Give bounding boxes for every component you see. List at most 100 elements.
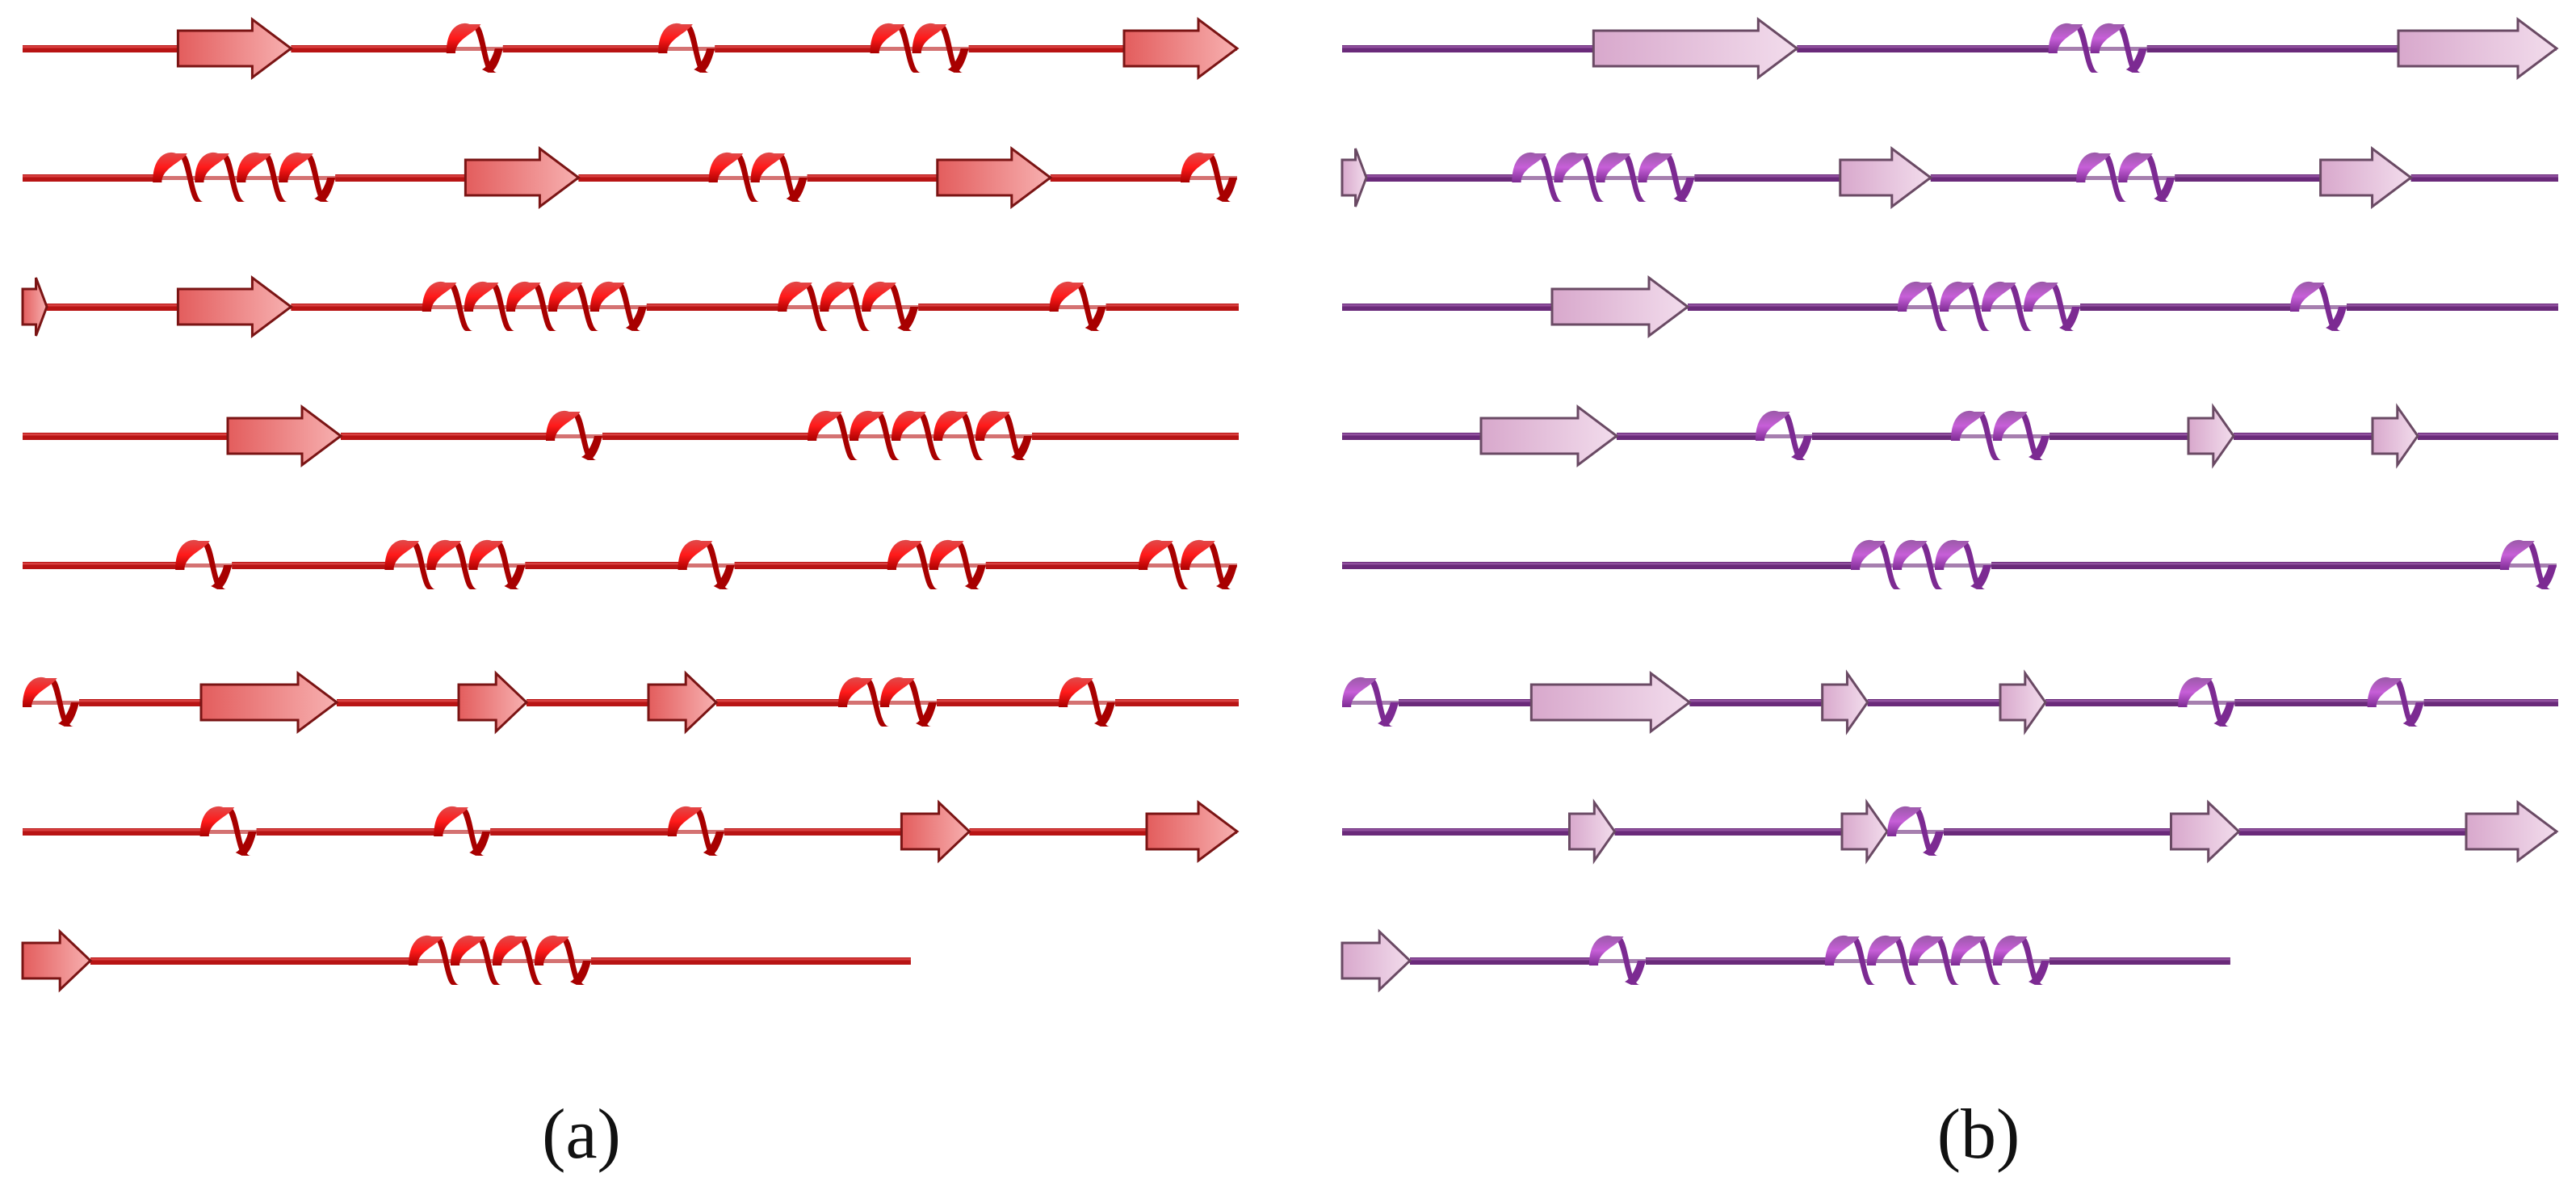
structure-row <box>21 275 1239 338</box>
alpha-helix-ribbon <box>1851 539 1991 589</box>
coil-segment <box>1050 174 1182 182</box>
coil-segment <box>2049 433 2190 440</box>
alpha-helix-ribbon <box>870 23 969 73</box>
beta-strand-arrow <box>199 671 339 734</box>
panel-a-structure-rows <box>21 17 1240 993</box>
coil-segment <box>2418 433 2558 440</box>
coil-segment <box>1867 699 2002 706</box>
coil-segment <box>734 562 889 569</box>
coil-segment <box>2049 957 2230 965</box>
coil-segment <box>335 174 468 182</box>
coil-segment <box>1342 433 1483 440</box>
beta-strand-arrow <box>1550 275 1690 338</box>
coil-segment <box>502 45 661 52</box>
coil-segment <box>23 828 202 836</box>
beta-strand-arrow <box>1821 669 1869 735</box>
alpha-helix-ribbon <box>667 806 724 856</box>
coil-segment <box>1342 304 1554 311</box>
alpha-helix-ribbon <box>658 23 715 73</box>
alpha-helix-ribbon <box>678 539 735 589</box>
coil-segment <box>1105 304 1239 311</box>
beta-strand-arrow <box>2319 146 2414 209</box>
alpha-helix-ribbon <box>1756 410 1812 460</box>
coil-segment <box>337 699 460 706</box>
alpha-helix-ribbon <box>1181 152 1237 202</box>
coil-segment <box>90 957 410 965</box>
coil-segment <box>2080 304 2292 311</box>
coil-segment <box>23 562 178 569</box>
alpha-helix-ribbon <box>1049 281 1106 331</box>
beta-strand-arrow <box>21 928 93 993</box>
coil-segment <box>985 562 1140 569</box>
alpha-helix-ribbon <box>808 410 1032 460</box>
coil-segment <box>1797 45 2050 52</box>
coil-segment <box>1689 699 1824 706</box>
structure-row <box>23 404 1239 467</box>
beta-strand-arrow <box>1839 146 1933 209</box>
coil-segment <box>715 45 872 52</box>
alpha-helix-ribbon <box>1512 152 1695 202</box>
structure-row <box>23 146 1237 209</box>
coil-segment <box>2234 433 2374 440</box>
alpha-helix-ribbon <box>838 676 937 727</box>
alpha-helix-ribbon <box>2367 676 2424 727</box>
beta-strand-arrow <box>1568 798 1617 865</box>
coil-segment <box>490 828 669 836</box>
coil-segment <box>2234 699 2369 706</box>
coil-segment <box>23 433 229 440</box>
beta-strand-arrow <box>1479 404 1619 467</box>
alpha-helix-ribbon <box>2290 281 2347 331</box>
coil-segment <box>1812 433 1953 440</box>
beta-strand-arrow <box>1840 798 1889 865</box>
beta-strand-arrow <box>226 404 343 467</box>
structure-row <box>23 17 1240 80</box>
coil-segment <box>1410 957 1591 965</box>
coil-segment <box>1930 174 2079 182</box>
coil-segment <box>2423 699 2558 706</box>
beta-strand-arrow <box>1122 17 1240 80</box>
alpha-helix-ribbon <box>1824 935 2049 985</box>
coil-segment <box>1688 304 1899 311</box>
beta-strand-arrow <box>464 146 581 209</box>
beta-strand-arrow <box>2187 403 2235 469</box>
coil-segment <box>2238 828 2468 836</box>
beta-strand-arrow <box>21 277 48 337</box>
coil-segment <box>1614 828 1844 836</box>
alpha-helix-ribbon <box>2048 23 2147 73</box>
structure-row <box>1342 669 2558 735</box>
coil-segment <box>968 45 1126 52</box>
structure-row <box>23 670 1239 735</box>
structure-row <box>21 928 911 993</box>
alpha-helix-ribbon <box>199 806 257 856</box>
beta-strand-arrow <box>936 146 1053 209</box>
panel-a-label: (a) <box>542 1095 621 1174</box>
alpha-helix-ribbon <box>2076 152 2175 202</box>
alpha-helix-ribbon <box>778 281 919 331</box>
coil-segment <box>1399 699 1533 706</box>
coil-segment <box>578 174 711 182</box>
alpha-helix-ribbon <box>1059 676 1115 727</box>
beta-strand-arrow <box>1529 670 1692 735</box>
coil-segment <box>1366 174 1514 182</box>
coil-segment <box>1342 828 1571 836</box>
alpha-helix-ribbon <box>1139 539 1237 589</box>
coil-segment <box>716 699 840 706</box>
beta-strand-arrow <box>2170 799 2241 864</box>
beta-strand-arrow <box>1999 669 2047 735</box>
coil-segment <box>1032 433 1239 440</box>
coil-segment <box>969 828 1148 836</box>
coil-segment <box>1645 957 1827 965</box>
beta-strand-arrow <box>1340 928 1412 993</box>
coil-segment <box>724 828 904 836</box>
alpha-helix-ribbon <box>1887 806 1944 856</box>
structure-row <box>1340 146 2558 209</box>
coil-segment <box>1991 562 2502 569</box>
coil-segment <box>1694 174 1842 182</box>
coil-segment <box>291 304 424 311</box>
alpha-helix-ribbon <box>23 676 79 727</box>
alpha-helix-ribbon <box>2500 539 2557 589</box>
alpha-helix-ribbon <box>434 806 491 856</box>
alpha-helix-ribbon <box>546 410 602 460</box>
coil-segment <box>79 699 203 706</box>
